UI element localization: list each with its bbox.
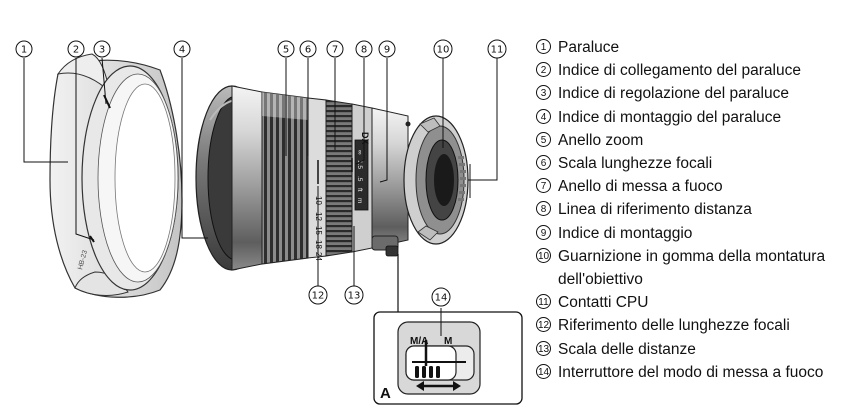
distance-mark: m [356,198,363,203]
legend-item-7: 7 Anello di messa a fuoco [536,175,848,198]
legend-number: 12 [536,317,551,333]
legend-number: 3 [536,85,551,101]
distance-scale: ∞ 1.5 .5 ft m [356,150,363,203]
legend-label: Anello di messa a fuoco [558,178,723,196]
legend-item-12: 12 Riferimento delle lunghezze focali [536,314,848,337]
inset-focus-switch: M/A M A [373,254,523,405]
callout-number: 4 [179,45,185,56]
legend-label: Interruttore del modo di messa a fuoco [558,363,824,381]
legend-item-5: 5 Anello zoom [536,129,848,152]
leader-lines [23,57,498,336]
legend-number: 5 [536,131,551,147]
callout-2: 2 [67,40,85,58]
callout-8: 8 [355,40,373,58]
legend-label: Paraluce [558,39,620,56]
distance-mark: 1.5 [356,160,363,169]
legend-number: 9 [536,224,551,240]
lens-hood: HB-23 [49,53,183,298]
hood-code: HB-23 [77,249,89,270]
lens-body: DX 10 12 15 18 24 ∞ 1.5 .5 ft m [195,85,469,271]
legend-label: Contatti CPU [558,294,649,312]
distance-mark: ft [356,188,363,192]
legend-label: Riferimento delle lunghezze focali [558,317,790,335]
legend-label: Guarnizione in gomma della montatura del… [558,247,826,289]
callout-number: 12 [312,291,325,302]
callout-14: 14 [431,287,451,307]
callout-number: 8 [361,45,367,56]
switch-m-label: M [444,336,452,347]
inset-label: A [380,385,391,402]
callout-number: 13 [348,291,361,302]
callout-number: 1 [21,45,27,56]
callout-number: 10 [437,45,450,56]
legend-number: 10 [536,247,551,263]
legend-number: 14 [536,363,551,379]
legend-label: Scala lunghezze focali [558,155,713,173]
distance-mark: .5 [356,176,363,182]
callout-number: 11 [491,45,504,56]
legend-number: 11 [536,294,551,310]
legend-item-14: 14 Interruttore del modo di messa a fuoco [536,361,848,384]
legend-item-10: 10 Guarnizione in gomma della montatura d… [536,245,848,291]
callout-number: 5 [283,45,289,56]
legend-number: 13 [536,340,551,356]
callout-13: 13 [344,285,364,305]
legend-label: Indice di collegamento del paraluce [558,62,801,80]
legend-item-4: 4 Indice di montaggio del paraluce [536,106,848,129]
callouts: 1 2 3 4 5 6 7 8 9 10 11 12 13 14 [15,39,507,307]
switch-ma-label: M/A [410,336,428,347]
legend-label: Indice di montaggio [558,224,693,242]
legend-item-6: 6 Scala lunghezze focali [536,152,848,175]
legend-number: 7 [536,178,551,194]
legend-label: Anello zoom [558,131,644,149]
legend-label: Indice di regolazione del paraluce [558,85,789,103]
callout-number: 3 [99,45,105,56]
legend-number: 1 [536,39,551,54]
callout-12: 12 [308,285,328,305]
legend-item-11: 11 Contatti CPU [536,291,848,314]
legend-item-8: 8 Linea di riferimento distanza [536,198,848,221]
callout-number: 9 [384,45,390,56]
callout-number: 6 [305,45,311,56]
callout-1: 1 [15,40,33,58]
legend-number: 6 [536,155,551,171]
legend-item-13: 13 Scala delle distanze [536,338,848,361]
dx-mark: DX [360,132,370,145]
callout-number: 2 [73,45,79,56]
legend-item-1: 1 Paraluce [536,36,848,59]
legend-number: 8 [536,201,551,217]
legend-label: Scala delle distanze [558,340,696,358]
legend: 1 Paraluce 2 Indice di collegamento del pa… [536,36,848,384]
legend-item-3: 3 Indice di regolazione del paraluce [536,82,848,105]
callout-3: 3 [93,40,111,58]
legend-item-2: 2 Indice di collegamento del paraluce [536,59,848,82]
callout-7: 7 [326,40,344,58]
legend-label: Indice di montaggio del paraluce [558,108,782,126]
distance-mark: ∞ [356,150,363,155]
legend-item-9: 9 Indice di montaggio [536,222,848,245]
legend-number: 4 [536,108,551,124]
callout-number: 7 [332,45,338,56]
callout-10: 10 [433,39,453,59]
cpu-contacts [458,156,466,201]
callout-5: 5 [277,40,295,58]
callout-number: 14 [435,293,448,304]
callout-6: 6 [299,40,317,58]
callout-11: 11 [487,39,507,59]
legend-label: Linea di riferimento distanza [558,201,752,219]
lens-diagram: HB-23 [15,39,523,405]
callout-9: 9 [378,40,396,58]
legend-number: 2 [536,62,551,78]
callout-4: 4 [173,40,191,58]
